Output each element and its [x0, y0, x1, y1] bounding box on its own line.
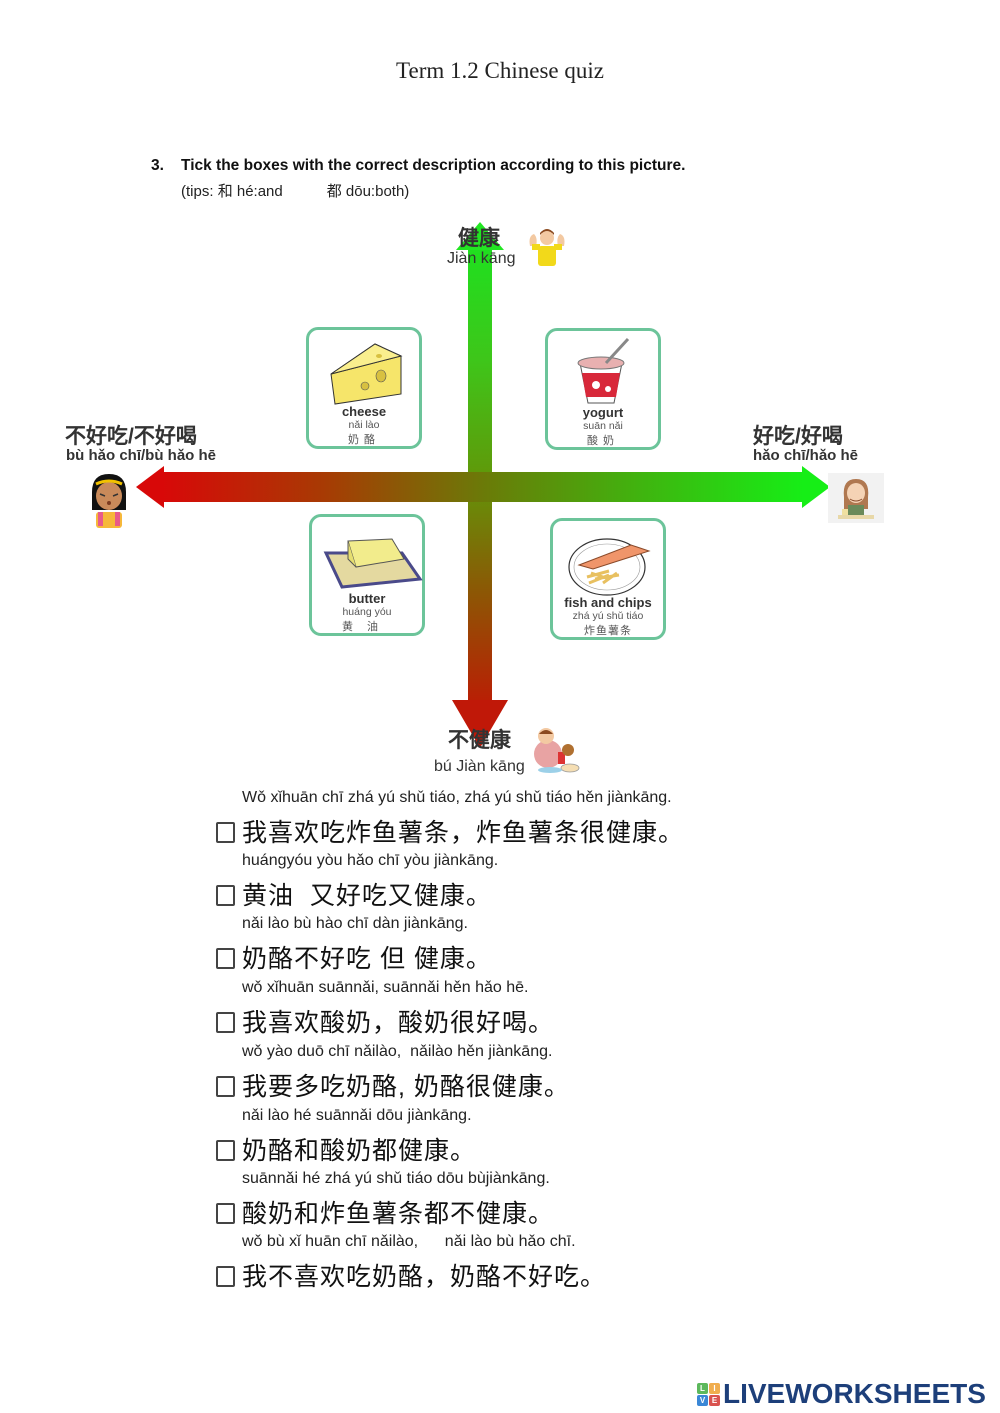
statement-chinese: 奶酪和酸奶都健康。	[242, 1137, 477, 1165]
yogurt-icon	[548, 337, 658, 407]
statement-pinyin: Wǒ xǐhuān chī zhá yú shǔ tiáo, zhá yú sh…	[242, 789, 672, 806]
statement-pinyin: nǎi lào bù hào chī dàn jiànkāng.	[242, 915, 468, 932]
statement-checkbox[interactable]	[216, 1203, 235, 1224]
disgusted-girl-icon	[86, 470, 132, 528]
strong-boy-icon	[524, 224, 570, 268]
statement-checkbox[interactable]	[216, 1012, 235, 1033]
fish-and-chips-icon	[553, 527, 663, 597]
logo-text: LIVEWORKSHEETS	[723, 1378, 986, 1409]
arrow-head-up-icon	[456, 222, 504, 250]
statement-checkbox[interactable]	[216, 948, 235, 969]
statement-chinese: 我喜欢酸奶，酸奶很好喝。	[242, 1009, 555, 1037]
liveworksheets-logo[interactable]: L I V E LIVEWORKSHEETS	[697, 1378, 986, 1410]
statement-pinyin: suānnǎi hé zhá yú shǔ tiáo dōu bùjiànkān…	[242, 1170, 550, 1187]
statement-chinese: 我要多吃奶酪, 奶酪很健康。	[242, 1073, 570, 1101]
card-chinese: 炸鱼薯条	[584, 625, 632, 637]
food-card-fish-and-chips: fish and chips zhá yú shǔ tiáo 炸鱼薯条	[550, 518, 666, 640]
axis-top-label: 健康	[458, 227, 500, 250]
food-card-yogurt: yogurt suān nǎi 酸奶	[545, 328, 661, 450]
card-pinyin: suān nǎi	[583, 420, 623, 432]
card-pinyin: zhá yú shǔ tiáo	[572, 610, 644, 622]
question-tips: (tips: 和 hé:and 都 dōu:both)	[181, 180, 409, 201]
axis-bottom-label: 不健康	[448, 729, 511, 752]
axis-right-label: 好吃/好喝	[753, 425, 843, 448]
arrow-head-down-icon	[452, 700, 508, 748]
tip-both: 都 dōu:both)	[326, 183, 410, 200]
tip-and: 和 hé:and	[217, 183, 283, 200]
food-card-cheese: cheese nǎi lào 奶酪	[306, 327, 422, 449]
card-english: butter	[348, 591, 386, 606]
card-english: fish and chips	[564, 595, 652, 610]
logo-tile: L	[697, 1382, 708, 1394]
card-english: cheese	[341, 404, 387, 419]
taste-axis-arrow	[162, 472, 804, 502]
axis-right-pinyin: hǎo chī/hǎo hē	[753, 447, 859, 464]
statement-checkbox[interactable]	[216, 1266, 235, 1287]
statement-pinyin: wǒ xǐhuān suānnǎi, suānnǎi hěn hǎo hē.	[242, 979, 529, 996]
axis-top-pinyin: Jiàn kāng	[447, 250, 516, 267]
food-card-butter: butter huáng yóu 黄油	[309, 514, 425, 636]
cheese-icon	[309, 336, 419, 406]
tips-prefix: (tips:	[181, 183, 214, 200]
statement-chinese: 我不喜欢吃奶酪，奶酪不好吃。	[242, 1263, 607, 1291]
axis-left-pinyin: bù hǎo chī/bù hǎo hē	[66, 447, 216, 464]
card-pinyin: nǎi lào	[348, 419, 380, 431]
statement-pinyin: wǒ yào duō chī nǎilào, nǎilào hěn jiànkā…	[242, 1043, 553, 1060]
statement-chinese: 黄油 又好吃又健康。	[242, 882, 492, 910]
logo-tile: E	[709, 1394, 720, 1406]
statement-checkbox[interactable]	[216, 822, 235, 843]
arrow-head-left-icon	[136, 466, 164, 508]
card-chinese: 黄油	[342, 621, 392, 633]
unhealthy-eater-icon	[528, 724, 580, 776]
logo-tile: I	[709, 1382, 720, 1394]
statement-checkbox[interactable]	[216, 1076, 235, 1097]
instruction-text: Tick the boxes with the correct descript…	[181, 157, 686, 174]
statement-checkbox[interactable]	[216, 1140, 235, 1161]
question-instruction: 3. Tick the boxes with the correct descri…	[151, 157, 685, 175]
axis-left-label: 不好吃/不好喝	[65, 425, 197, 448]
card-chinese: 奶酪	[348, 434, 380, 446]
happy-eater-icon	[828, 473, 884, 523]
statement-chinese: 酸奶和炸鱼薯条都不健康。	[242, 1200, 555, 1228]
question-number: 3.	[151, 157, 164, 174]
axis-bottom-pinyin: bú Jiàn kāng	[434, 758, 525, 775]
statement-pinyin: wǒ bù xǐ huān chī nǎilào, nǎi lào bù hǎo…	[242, 1233, 576, 1250]
card-english: yogurt	[582, 405, 624, 420]
card-chinese: 酸奶	[587, 435, 619, 447]
statement-pinyin: nǎi lào hé suānnǎi dōu jiànkāng.	[242, 1107, 472, 1124]
butter-icon	[312, 523, 423, 593]
arrow-head-right-icon	[802, 466, 830, 508]
logo-tile: V	[697, 1394, 708, 1406]
statement-chinese: 我喜欢吃炸鱼薯条，炸鱼薯条很健康。	[242, 819, 685, 847]
card-pinyin: huáng yóu	[342, 606, 392, 618]
page-title: Term 1.2 Chinese quiz	[396, 58, 604, 83]
logo-tiles-icon: L I V E	[697, 1382, 720, 1406]
statement-pinyin: huángyóu yòu hǎo chī yòu jiànkāng.	[242, 852, 499, 869]
statement-chinese: 奶酪不好吃 但 健康。	[242, 945, 492, 973]
statement-checkbox[interactable]	[216, 885, 235, 906]
